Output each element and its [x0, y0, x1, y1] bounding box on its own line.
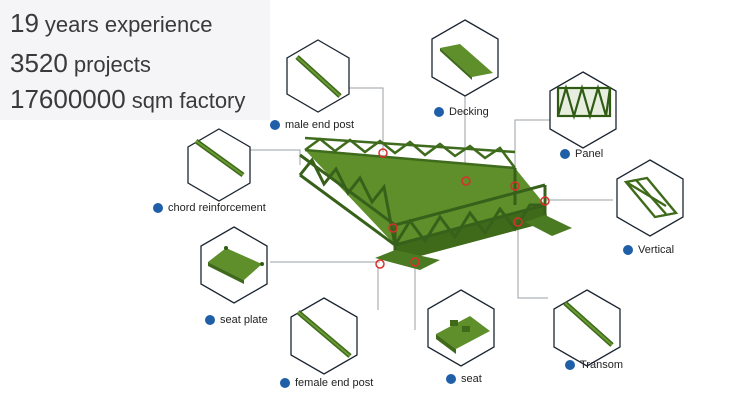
part-label: chord reinforcement [168, 202, 266, 214]
stat-label: projects [73, 52, 151, 77]
near-truss [298, 153, 547, 258]
label-chord-reinforcement: chord reinforcement [153, 202, 266, 214]
label-male-end-post: male end post [270, 119, 354, 131]
leader-transom [517, 222, 548, 299]
vertical-illustration [623, 176, 679, 219]
hex-transom [553, 289, 621, 367]
leader-chord [250, 149, 301, 165]
part-label: seat plate [220, 314, 268, 326]
part-label: Vertical [638, 244, 675, 256]
seat-illustration [436, 316, 490, 354]
bullet-icon [446, 374, 456, 384]
bullet-icon [434, 107, 444, 117]
bullet-icon [205, 315, 215, 325]
chord-reinforcement-illustration [194, 138, 245, 178]
bullet-icon [623, 245, 633, 255]
stat-number: 17600000 [10, 84, 126, 114]
bailey-bridge [298, 136, 572, 270]
part-illustrations [194, 44, 679, 358]
label-decking: Decking [434, 106, 489, 118]
hex-vertical [616, 159, 684, 237]
bridge-deck [305, 150, 545, 245]
part-markers [375, 148, 550, 269]
part-label: seat [461, 373, 482, 385]
part-label: Panel [575, 148, 604, 160]
female-end-post-illustration [296, 310, 352, 358]
decking-illustration [440, 44, 493, 80]
male-end-post-illustration [295, 55, 342, 98]
seat-plate-illustration [208, 246, 264, 284]
transom-illustration [563, 301, 614, 347]
bullet-icon [280, 378, 290, 388]
label-seat-plate: seat plate [205, 314, 268, 326]
bullet-icon [153, 203, 163, 213]
seat-plate-right [525, 215, 572, 236]
stat-label: sqm factory [131, 88, 246, 113]
label-transom: Transom [565, 359, 623, 371]
part-label: male end post [285, 119, 355, 131]
part-label: Decking [449, 106, 489, 118]
label-female-end-post: female end post [280, 377, 373, 389]
bullet-icon [270, 120, 280, 130]
bridge-deck-face [395, 205, 548, 262]
part-label: female end post [295, 377, 374, 389]
label-panel: Panel [560, 148, 603, 160]
stat-number: 19 [10, 8, 39, 38]
stat-number: 3520 [10, 48, 68, 78]
far-truss [304, 136, 516, 170]
label-seat: seat [446, 373, 482, 385]
bullet-icon [560, 149, 570, 159]
part-label: Transom [580, 359, 623, 371]
seat-plate-left [375, 250, 440, 270]
label-vertical: Vertical [623, 244, 674, 256]
stat-label: years experience [44, 12, 213, 37]
bullet-icon [565, 360, 575, 370]
panel-illustration [556, 83, 612, 121]
